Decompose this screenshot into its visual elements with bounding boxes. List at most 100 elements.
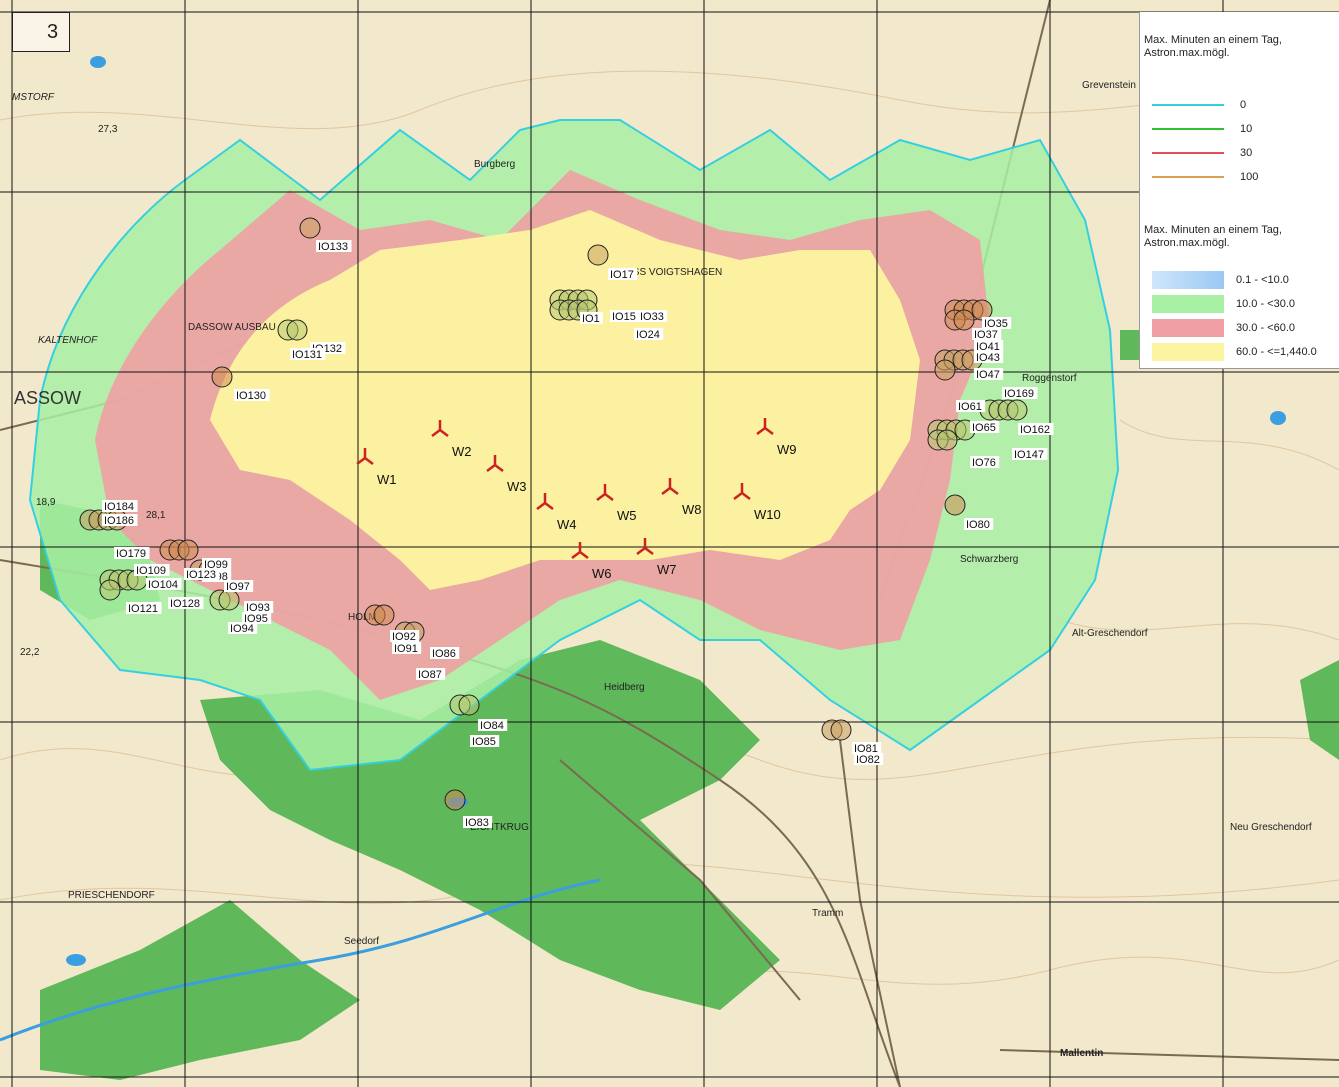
- receptor-label-text: IO1: [582, 313, 600, 325]
- receptor-label: IO84: [478, 719, 508, 732]
- receptor-label: IO1: [580, 312, 603, 325]
- receptor-label-text: IO169: [1004, 388, 1034, 400]
- receptor-marker: [944, 494, 966, 516]
- receptor-label-text: IO95: [244, 613, 268, 625]
- receptor-label: IO41: [974, 340, 1004, 353]
- receptor-label-text: IO17: [610, 269, 634, 281]
- receptor-label: IO169: [1002, 387, 1038, 400]
- receptor-label-bg: [854, 753, 884, 765]
- elevation-3: 28,1: [146, 510, 166, 521]
- receptor-label-bg: [416, 668, 446, 680]
- turbine-w1: W1: [356, 448, 397, 487]
- turbine-label: W2: [452, 444, 472, 459]
- turbine-icon: [661, 478, 679, 495]
- receptor-label-text: IO15: [612, 311, 636, 323]
- turbine-icon: [431, 420, 449, 437]
- legend-class-3: 30.0 - <60.0: [1152, 319, 1296, 337]
- receptor-label-text: IO186: [104, 515, 134, 527]
- legend-label: 0.1 - <10.0: [1236, 274, 1289, 286]
- place-prieschendorf: PRIESCHENDORF: [68, 890, 155, 901]
- place-holm: HOLM: [348, 612, 377, 623]
- receptor-label: IO85: [470, 735, 500, 748]
- receptor-label: IO86: [430, 647, 460, 660]
- receptor-label-text: IO61: [958, 401, 982, 413]
- receptor-label-bg: [390, 630, 420, 642]
- receptor-label-text: IO41: [976, 341, 1000, 353]
- receptor-label-bg: [580, 312, 603, 324]
- receptor-label-text: IO94: [230, 623, 254, 635]
- turbine-icon: [486, 455, 504, 472]
- receptor-label-bg: [982, 317, 1012, 329]
- receptor-label: IO184: [102, 500, 138, 513]
- place-grevenstein: Grevenstein: [1082, 80, 1136, 91]
- turbine-label: W5: [617, 508, 637, 523]
- receptor-label-text: IO83: [465, 817, 489, 829]
- receptor-points: [79, 217, 1028, 811]
- receptor-label: IO24: [634, 328, 664, 341]
- receptor-label-text: IO109: [136, 565, 166, 577]
- receptor-label-bg: [638, 310, 668, 322]
- turbine-w8: W8: [661, 478, 702, 517]
- receptor-label-bg: [1012, 448, 1048, 460]
- receptor-label-bg: [970, 421, 1000, 433]
- receptor-label-text: IO93: [246, 602, 270, 614]
- legend-swatch: [1152, 176, 1224, 178]
- receptor-label-text: IO86: [432, 648, 456, 660]
- receptor-label: IO33: [638, 310, 668, 323]
- receptor-label-bg: [974, 351, 1004, 363]
- turbine-w3: W3: [486, 455, 527, 494]
- legend-swatch: [1152, 295, 1224, 313]
- receptor-label-bg: [134, 564, 170, 576]
- receptor-label-bg: [224, 580, 254, 592]
- legend-label: 30: [1240, 147, 1253, 159]
- receptor-label: IO95: [242, 612, 272, 625]
- place-kaltenhof: KALTENHOF: [38, 335, 98, 346]
- legend-label: 60.0 - <=1,440.0: [1236, 346, 1317, 358]
- stream: [0, 878, 601, 1042]
- receptor-label-bg: [102, 514, 138, 526]
- receptor-label: IO179: [114, 547, 150, 560]
- legend-isoline-0: 0: [1152, 97, 1246, 113]
- turbine-w7: W7: [636, 538, 677, 577]
- receptor-label-bg: [608, 268, 638, 280]
- receptor-label: IO17: [608, 268, 638, 281]
- turbine-w4: W4: [536, 493, 577, 532]
- receptor-label-text: IO35: [984, 318, 1008, 330]
- receptor-label: IO162: [1018, 423, 1054, 436]
- receptor-label-text: IO84: [480, 720, 504, 732]
- legend: Max. Minuten an einem Tag, Astron.max.mö…: [1139, 12, 1339, 369]
- turbine-w6: W6: [571, 542, 612, 581]
- receptor-label: IO94: [228, 622, 258, 635]
- receptor-label-text: IO81: [854, 743, 878, 755]
- place-burgberg: Burgberg: [474, 159, 515, 170]
- receptor-label-bg: [102, 500, 138, 512]
- place-assow: ASSOW: [14, 388, 81, 408]
- legend-label: 10.0 - <30.0: [1236, 298, 1296, 310]
- turbine-icon: [756, 418, 774, 435]
- receptor-label-bg: [184, 568, 220, 580]
- receptor-marker: [934, 359, 956, 381]
- receptor-label-bg: [290, 348, 326, 360]
- receptor-label-bg: [146, 578, 182, 590]
- sheet-number: 3: [12, 12, 70, 52]
- turbine-label: W4: [557, 517, 577, 532]
- legend-isoline-10: 10: [1152, 121, 1252, 137]
- legend-isoline-100: 100: [1152, 169, 1258, 185]
- receptor-label-bg: [972, 328, 1002, 340]
- receptor-label: IO87: [416, 668, 446, 681]
- legend-swatch: [1152, 104, 1224, 106]
- receptor-label: IO61: [956, 400, 986, 413]
- receptor-label-text: IO123: [186, 569, 216, 581]
- legend-label: 30.0 - <60.0: [1236, 322, 1296, 334]
- turbine-label: W6: [592, 566, 612, 581]
- receptor-label-bg: [242, 612, 272, 624]
- place-mallentin: Mallentin: [1060, 1048, 1103, 1059]
- receptor-label-bg: [463, 816, 493, 828]
- legend-label: 0: [1240, 99, 1247, 111]
- receptor-label-bg: [634, 328, 664, 340]
- receptor-label-text: IO179: [116, 548, 146, 560]
- receptor-marker: [830, 719, 852, 741]
- turbine-icon: [571, 542, 589, 559]
